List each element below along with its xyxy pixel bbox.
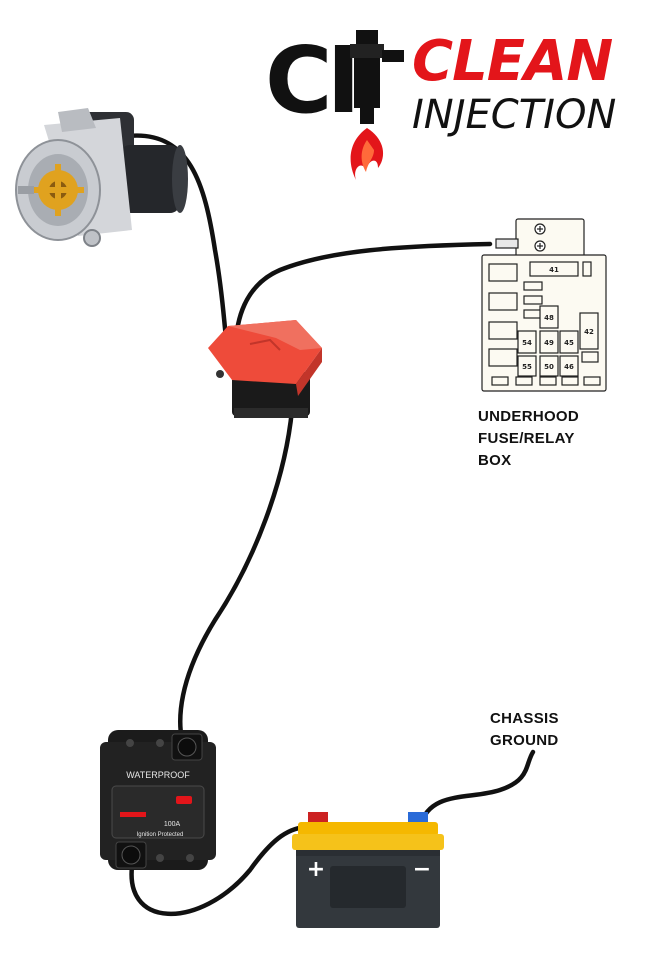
fuse-label: 42 bbox=[584, 328, 594, 336]
starter-motor-icon bbox=[15, 108, 188, 247]
logo-letters: CI bbox=[265, 27, 355, 134]
injector-icon bbox=[350, 30, 404, 124]
fuse-box-label-line: BOX bbox=[478, 452, 512, 469]
clean-injection-logo: CI CLEAN INJECTION bbox=[265, 27, 616, 180]
breaker-label-bottom: Ignition Protected bbox=[137, 832, 184, 838]
wire-starter-switch bbox=[125, 133, 231, 355]
wire-ground bbox=[417, 749, 536, 829]
fuse-label: 54 bbox=[522, 339, 532, 347]
battery-disconnect-switch-icon bbox=[208, 320, 322, 418]
battery-icon bbox=[292, 812, 444, 928]
underhood-fuse-box-icon bbox=[481, 218, 607, 392]
flame-icon bbox=[350, 128, 384, 180]
fuse-label: 41 bbox=[549, 266, 559, 274]
wire-breaker-battery bbox=[129, 824, 321, 916]
wire-fusebox-switch bbox=[233, 241, 493, 355]
breaker-rating: 100A bbox=[164, 821, 181, 828]
breaker-reset-indicator bbox=[176, 796, 192, 804]
fuse-label: 46 bbox=[564, 363, 574, 371]
fuse-label: 48 bbox=[544, 314, 554, 322]
battery-positive-symbol: + bbox=[307, 857, 325, 882]
wire-switch-breaker bbox=[178, 407, 295, 743]
starter-gear-icon bbox=[32, 164, 84, 216]
breaker-text: WATERPROOF 100A Ignition Protected bbox=[126, 770, 190, 838]
fuse-label: 49 bbox=[544, 339, 554, 347]
fuse-label: 45 bbox=[564, 339, 574, 347]
fuse-label: 50 bbox=[544, 363, 554, 371]
logo-line1: CLEAN bbox=[412, 29, 612, 94]
battery-negative-symbol: − bbox=[413, 857, 431, 882]
chassis-ground-label-line: GROUND bbox=[490, 732, 559, 749]
chassis-ground-label-line: CHASSIS bbox=[490, 710, 559, 727]
breaker-label-top: WATERPROOF bbox=[126, 770, 190, 780]
battery-terminals-text: + − bbox=[307, 857, 431, 882]
circuit-breaker-icon bbox=[100, 730, 216, 870]
fuse-box-label-line: FUSE/RELAY bbox=[478, 430, 575, 447]
fuse-label: 55 bbox=[522, 363, 532, 371]
fuse-number-labels: 41 48 42 54 49 45 55 50 46 bbox=[522, 266, 594, 371]
logo-line2: INJECTION bbox=[412, 92, 616, 138]
chassis-ground-label: CHASSIS GROUND bbox=[490, 708, 559, 752]
fuse-box-label: UNDERHOOD FUSE/RELAY BOX bbox=[478, 406, 579, 472]
fuse-box-label-line: UNDERHOOD bbox=[478, 408, 580, 425]
wires bbox=[125, 133, 536, 916]
